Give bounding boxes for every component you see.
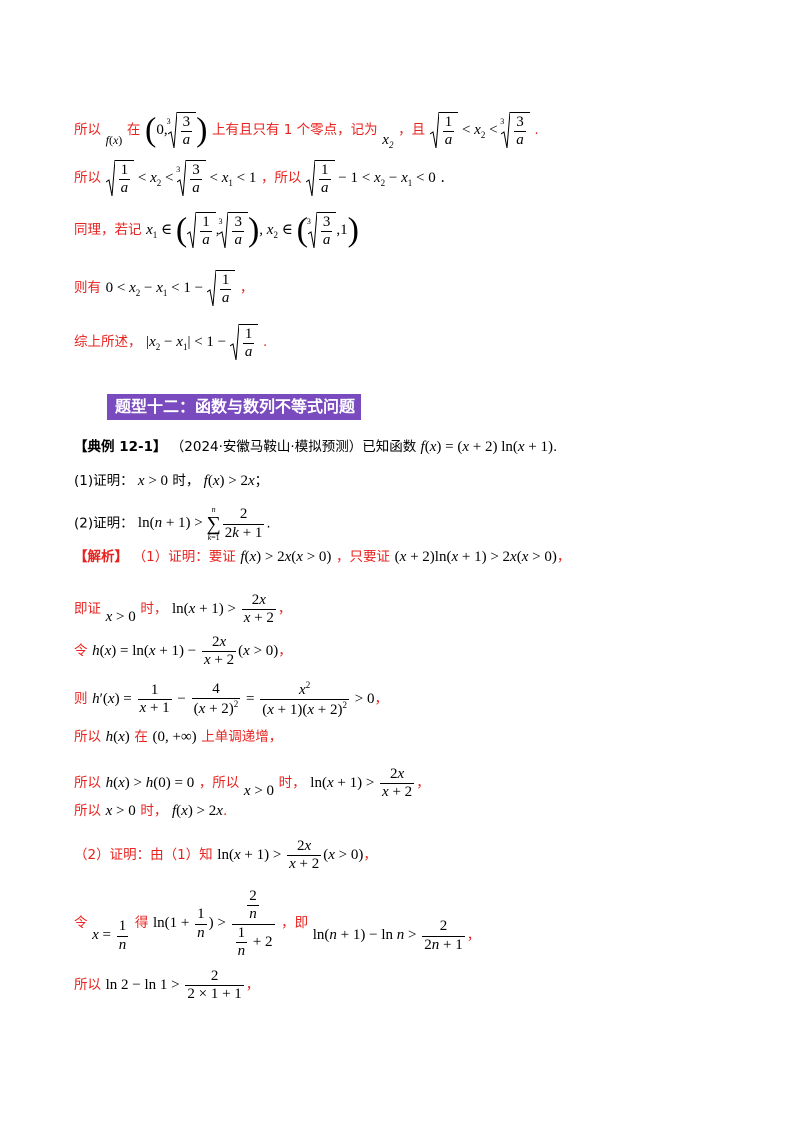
text-segment: 在 xyxy=(126,122,141,139)
text-segment: . xyxy=(440,170,445,187)
text-segment: 在 xyxy=(134,729,148,745)
math: x > 0 xyxy=(105,803,136,819)
math: h(x) > h(0) = 0 xyxy=(105,775,195,792)
text-segment: 即证 xyxy=(74,601,101,618)
text-segment: 则有 xyxy=(74,280,101,297)
math-fx-gt: f(x) > 2x xyxy=(203,473,255,489)
text-segment: ，只要证 xyxy=(336,549,391,565)
solution-line-1: 【解析】 （1）证明：要证 f(x) > 2x(x > 0) ，只要证 (x +… xyxy=(74,549,571,565)
text-segment: 上单调递增， xyxy=(201,729,283,745)
text-segment: 所以 xyxy=(74,775,101,792)
text-segment: (1)证明： xyxy=(74,473,134,489)
solution-tag: 【解析】 xyxy=(74,549,128,565)
section-title: 题型十二：函数与数列不等式问题 xyxy=(107,394,361,420)
text-segment: （1）证明：要证 xyxy=(132,549,236,565)
text-segment: 得 xyxy=(134,915,149,932)
math: f(x) > 2x(x > 0) xyxy=(240,549,332,565)
text-segment: 令 xyxy=(74,915,88,932)
math: x > 0 xyxy=(105,609,136,626)
math: x > 0 xyxy=(243,783,275,800)
text-segment: . xyxy=(534,122,539,139)
solution-line-6: 所以 h(x) > h(0) = 0 ，所以 x > 0 时， ln(x + 1… xyxy=(74,766,430,801)
text-segment: 时， xyxy=(172,473,200,489)
text-segment: 令 xyxy=(74,643,88,660)
text-segment: (2)证明： xyxy=(74,515,134,532)
text-segment: ，所以 xyxy=(198,775,240,792)
math: (0, +∞) xyxy=(152,729,197,745)
text-segment: 时， xyxy=(140,803,168,819)
math-fx-def: f(x) = (x + 2) ln(x + 1) xyxy=(420,439,554,455)
example-source: （2024·安徽马鞍山·模拟预测）已知函数 xyxy=(170,439,417,455)
text-segment: 所以 xyxy=(74,803,101,819)
text-segment: 上有且只有 1 个零点，记为 xyxy=(212,122,378,139)
text-segment: 同理，若记 xyxy=(74,222,142,239)
solution-line-5: 所以 h(x) 在 (0, +∞) 上单调递增， xyxy=(74,730,282,745)
text-segment: ，且 xyxy=(398,122,426,139)
text-segment: ，即 xyxy=(281,915,309,932)
text-segment: ，所以 xyxy=(260,170,302,187)
text-segment: 所以 xyxy=(74,122,101,139)
math-x-pos: x > 0 xyxy=(137,473,169,489)
math: (x + 2)ln(x + 1) > 2x(x > 0) xyxy=(394,549,557,565)
example-tag: 【典例 12-1】 xyxy=(74,439,167,455)
text-segment: 时， xyxy=(140,601,168,618)
text-segment: 所以 xyxy=(74,729,101,745)
example-line: 【典例 12-1】 （2024·安徽马鞍山·模拟预测）已知函数 f(x) = (… xyxy=(74,439,558,455)
solution-line-7: 所以 x > 0 时， f(x) > 2x. xyxy=(74,803,228,819)
text-segment: （2）证明：由（1）知 xyxy=(74,847,213,864)
math-x2: x2 xyxy=(382,132,394,151)
text-segment: 综上所述， xyxy=(74,334,142,351)
text-segment: 所以 xyxy=(74,977,101,994)
text-segment: 则 xyxy=(74,691,88,708)
text-segment: 所以 xyxy=(74,170,101,187)
math-fx: f(x) xyxy=(105,133,123,148)
math: h(x) xyxy=(105,729,130,745)
math: f(x) > 2x xyxy=(171,803,223,819)
question-1: (1)证明： x > 0 时， f(x) > 2x； xyxy=(74,473,269,489)
text-segment: 时， xyxy=(278,775,306,792)
